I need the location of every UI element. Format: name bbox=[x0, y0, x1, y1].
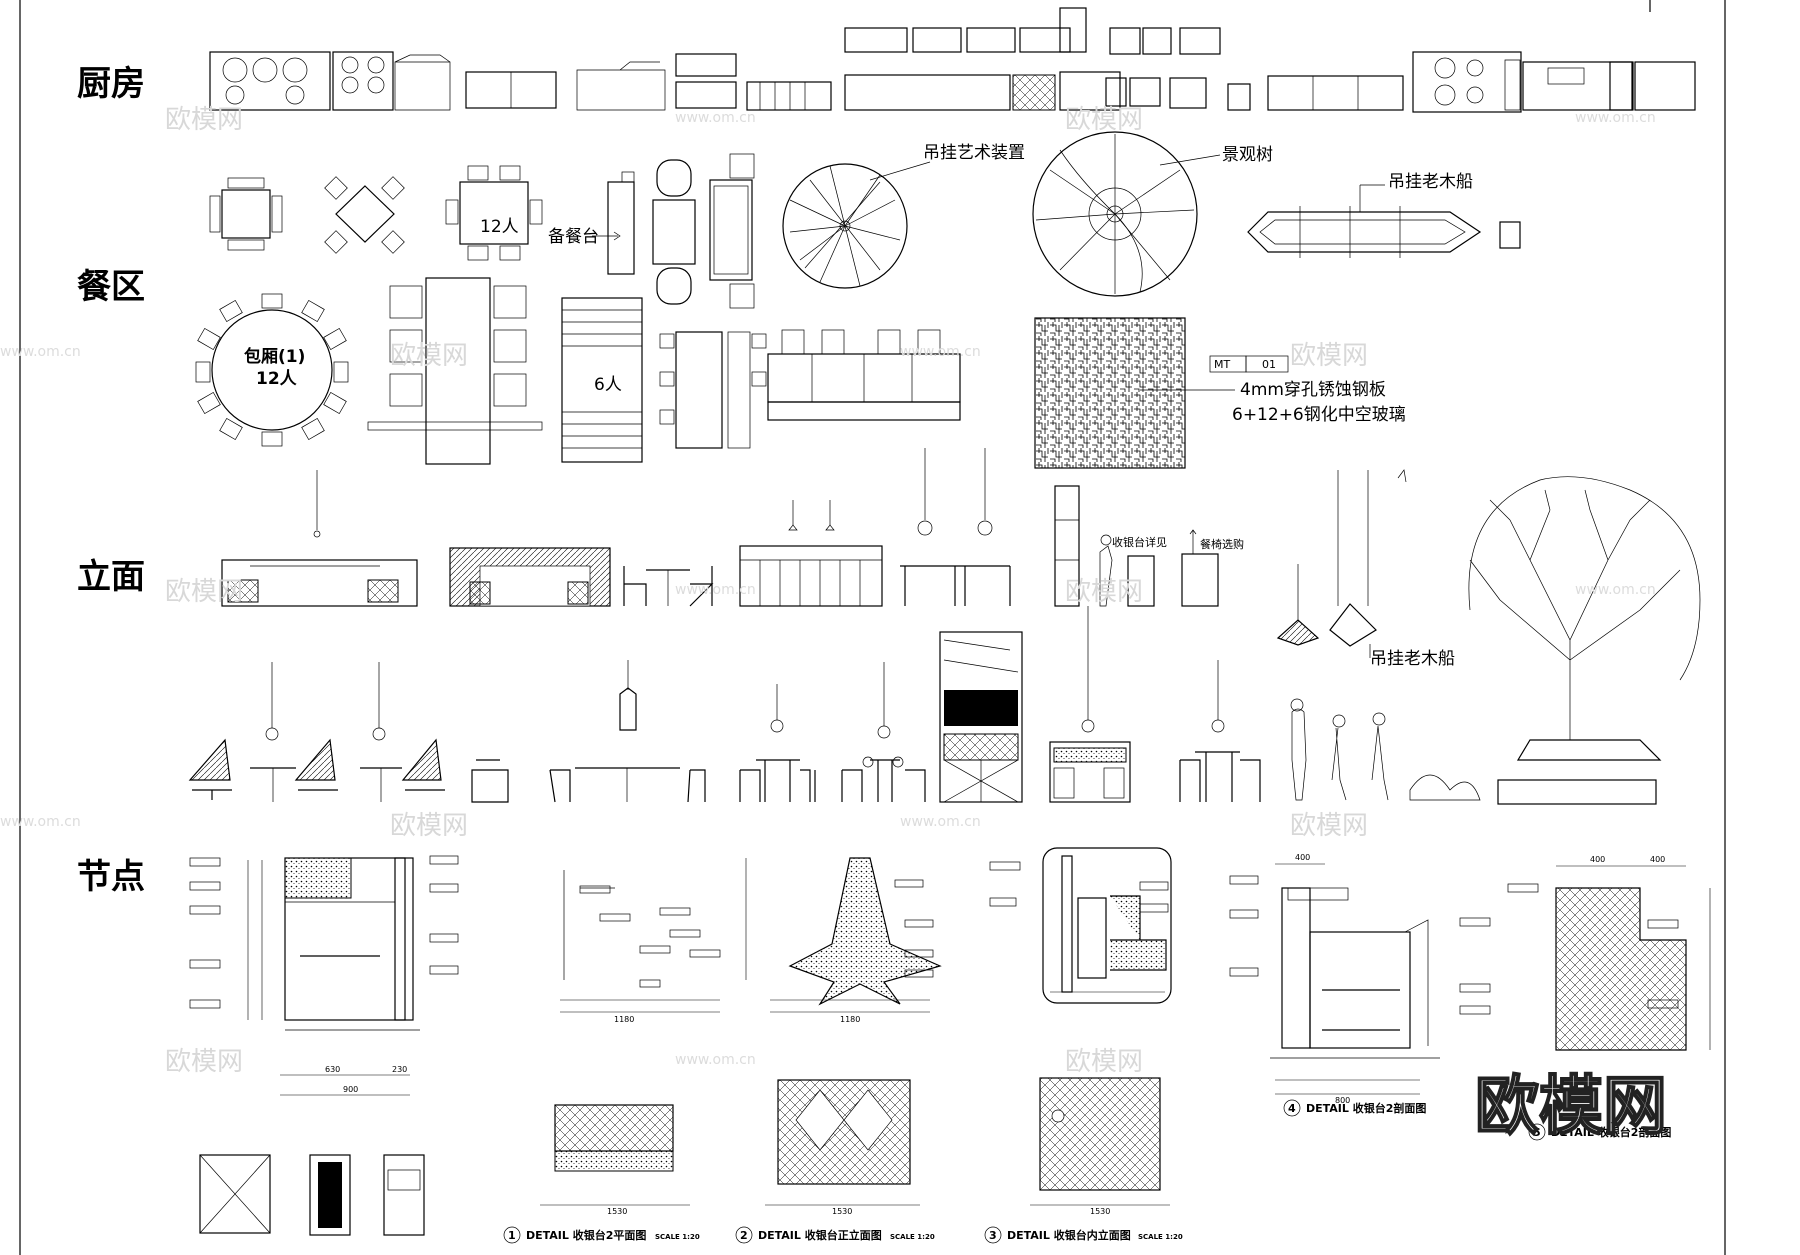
dining-plans: 12人 备餐台 包厢(1) 12人 bbox=[195, 131, 1521, 469]
watermark-url: www.om.cn bbox=[675, 110, 756, 126]
watermark-text: 欧模网 bbox=[165, 577, 243, 607]
table-6-label: 6人 bbox=[594, 375, 622, 395]
caption-4-num: 4 bbox=[1288, 1102, 1296, 1115]
glass-label: 6+12+6钢化中空玻璃 bbox=[1232, 405, 1406, 425]
watermark-url: www.om.cn bbox=[1575, 582, 1656, 598]
watermark-text: 欧模网 bbox=[390, 341, 468, 371]
watermark-text: 欧模网 bbox=[1065, 577, 1143, 607]
watermarks: 欧模网 www.om.cn 欧模网 www.om.cn www.om.cn 欧模… bbox=[0, 105, 1668, 1145]
detail-nodes: 630 230 900 1180 1180 bbox=[189, 847, 1711, 1236]
watermark-url: www.om.cn bbox=[900, 814, 981, 830]
dim-7-total: 1530 bbox=[832, 1207, 852, 1216]
private-room-count: 12人 bbox=[256, 369, 298, 389]
caption-2-text: DETAIL 收银台正立面图 bbox=[758, 1228, 882, 1242]
table-12-label: 12人 bbox=[480, 217, 519, 237]
tag-mt: MT bbox=[1214, 358, 1230, 371]
dim-4-total: 800 bbox=[1335, 1096, 1350, 1105]
tag-01: 01 bbox=[1262, 358, 1276, 371]
brand-watermark: 欧模网 bbox=[1475, 1070, 1667, 1144]
caption-3-text: DETAIL 收银台内立面图 bbox=[1007, 1228, 1131, 1242]
dim-3-total: 1180 bbox=[840, 1015, 860, 1024]
watermark-text: 欧模网 bbox=[1065, 1047, 1143, 1077]
caption-1-num: 1 bbox=[508, 1229, 516, 1242]
dim-6-total: 1530 bbox=[607, 1207, 627, 1216]
watermark-text: 欧模网 bbox=[165, 1047, 243, 1077]
caption-4-text: DETAIL 收银台2剖面图 bbox=[1306, 1101, 1426, 1115]
section-title-elevation: 立面 bbox=[77, 557, 145, 597]
tree-elevation bbox=[1468, 476, 1701, 805]
detail-captions: 1 DETAIL 收银台2平面图 SCALE 1:20 2 DETAIL 收银台… bbox=[503, 1099, 1671, 1244]
watermark-text: 欧模网 bbox=[1290, 811, 1368, 841]
dim-5-b: 400 bbox=[1650, 855, 1665, 864]
caption-2-scale: SCALE 1:20 bbox=[890, 1233, 935, 1241]
dim-8-total: 1530 bbox=[1090, 1207, 1110, 1216]
caption-3-num: 3 bbox=[989, 1229, 997, 1242]
caption-2-num: 2 bbox=[740, 1229, 748, 1242]
elevation-row-2 bbox=[188, 606, 1481, 803]
dim-1-a: 900 bbox=[343, 1085, 358, 1094]
watermark-text: 欧模网 bbox=[165, 105, 243, 135]
chair-select-label: 餐椅选购 bbox=[1200, 537, 1244, 551]
watermark-url: www.om.cn bbox=[900, 344, 981, 360]
kitchen-blocks bbox=[209, 7, 1696, 113]
watermark-url: www.om.cn bbox=[675, 582, 756, 598]
watermark-url: www.om.cn bbox=[0, 344, 81, 360]
private-room-label: 包厢(1) bbox=[244, 346, 305, 367]
cashier-detail-label: 收银台详见 bbox=[1112, 535, 1167, 549]
landscape-tree-label: 景观树 bbox=[1222, 145, 1273, 165]
watermark-url: www.om.cn bbox=[1575, 110, 1656, 126]
watermark-url: www.om.cn bbox=[0, 814, 81, 830]
section-title-nodes: 节点 bbox=[77, 857, 145, 897]
sheet-frame bbox=[19, 0, 1726, 1255]
caption-1-scale: SCALE 1:20 bbox=[655, 1233, 700, 1241]
caption-5-text: DETAIL 收银台2剖面图 bbox=[1551, 1125, 1671, 1139]
section-title-dining: 餐区 bbox=[77, 267, 145, 307]
service-station-label: 备餐台 bbox=[548, 227, 599, 247]
watermark-text: 欧模网 bbox=[1290, 341, 1368, 371]
watermark-text: 欧模网 bbox=[1065, 105, 1143, 135]
elevation-row-1: 收银台详见 餐椅选购 吊挂老木船 bbox=[221, 448, 1455, 669]
section-title-kitchen: 厨房 bbox=[77, 64, 145, 104]
dim-4-top: 400 bbox=[1295, 853, 1310, 862]
hanging-art-label: 吊挂艺术装置 bbox=[923, 143, 1025, 163]
caption-1-text: DETAIL 收银台2平面图 bbox=[526, 1228, 646, 1242]
dim-1-b: 630 bbox=[325, 1065, 340, 1074]
dim-2-total: 1180 bbox=[614, 1015, 634, 1024]
dim-1-c: 230 bbox=[392, 1065, 407, 1074]
watermark-url: www.om.cn bbox=[675, 1052, 756, 1068]
dim-5-a: 400 bbox=[1590, 855, 1605, 864]
hanging-boat-label-2: 吊挂老木船 bbox=[1370, 649, 1455, 669]
hanging-boat-label: 吊挂老木船 bbox=[1388, 172, 1473, 192]
watermark-text: 欧模网 bbox=[390, 811, 468, 841]
caption-5-num: 5 bbox=[1533, 1126, 1541, 1139]
caption-3-scale: SCALE 1:20 bbox=[1138, 1233, 1183, 1241]
steel-panel-label: 4mm穿孔锈蚀钢板 bbox=[1240, 380, 1386, 400]
